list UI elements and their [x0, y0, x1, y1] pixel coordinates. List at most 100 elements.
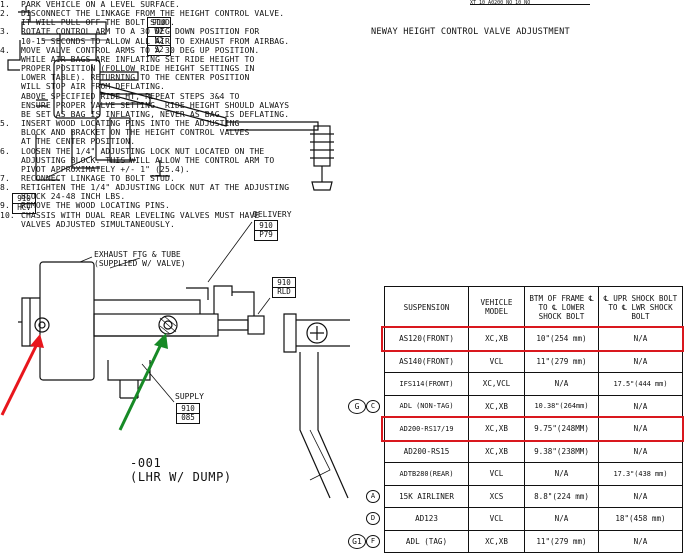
step-number: 1. [0, 0, 10, 9]
table-cell: 11"(279 mm) [524, 529, 599, 553]
table-cell: 17.5"(444 mm) [598, 372, 683, 396]
highlight-box [381, 416, 684, 442]
table-cell: ADL (NON-TAG) [384, 394, 469, 418]
supply-label: SUPPLY [175, 392, 204, 401]
row-mark-g: G [348, 399, 366, 414]
table-cell: 10.38"(264mm) [524, 394, 599, 418]
table-cell: N/A [524, 462, 599, 486]
step-number: 2. [0, 9, 10, 19]
header-suspension: SUSPENSION [384, 286, 469, 328]
table-cell: N/A [598, 439, 683, 463]
upper-mount-bracket [21, 21, 107, 35]
row-mark-g1: G1 [348, 534, 366, 549]
green-arrow [118, 333, 168, 431]
table-cell: ADTB280(REAR) [384, 462, 469, 486]
step-text: DISCONNECT THE LINKAGE FROM THE HEIGHT C… [21, 9, 285, 28]
procedure-step: 8. RETIGHTEN THE 1/4" ADJUSTING LOCK NUT … [0, 183, 330, 201]
table-cell: N/A [598, 484, 683, 508]
step-text: LOOSEN THE 1/4" ADJUSTING LOCK NUT LOCAT… [21, 146, 275, 174]
table-cell: N/A [598, 394, 683, 418]
table-cell: IFS114(FRONT) [384, 372, 469, 396]
table-cell: XC,VCL [468, 372, 525, 396]
step-text: MOVE VALVE CONTROL ARMS TO A 30 DEG UP P… [21, 45, 290, 119]
view-caption-number: -001 [130, 456, 162, 470]
table-cell: ADL (TAG) [384, 529, 469, 553]
table-cell: N/A [524, 507, 599, 531]
procedure-step: 7. RECONNECT LINKAGE TO BOLT STUD. [0, 174, 330, 183]
title-block-fragment: XT 10 A0200 NO 10 NO [470, 0, 590, 5]
step-text: PARK VEHICLE ON A LEVEL SURFACE. [21, 0, 180, 9]
procedure-steps: 1. PARK VEHICLE ON A LEVEL SURFACE. 2. DISC… [0, 0, 330, 229]
step-number: 7. [0, 173, 10, 183]
procedure-step: 3. ROTATE CONTROL ARM TO A 30 DEG DOWN PO… [0, 27, 330, 45]
adjusting-lock-nut [34, 317, 50, 333]
table-cell: N/A [598, 349, 683, 373]
procedure-step: 2. DISCONNECT THE LINKAGE FROM THE HEIGHT… [0, 9, 330, 27]
procedure-step: 9. REMOVE THE WOOD LOCATING PINS. [0, 201, 330, 210]
table-cell: AD200-RS15 [384, 439, 469, 463]
step-number: 3. [0, 27, 10, 37]
lower-control-arm [93, 313, 219, 337]
table-cell: 8.8"(224 mm) [524, 484, 599, 508]
row-mark-d: D [366, 512, 380, 525]
highlight-box [381, 326, 684, 352]
procedure-step: 1. PARK VEHICLE ON A LEVEL SURFACE. [0, 0, 330, 9]
view-caption-text: (LHR W/ DUMP) [130, 470, 232, 484]
exhaust-label: EXHAUST FTG & TUBE (SUPPLIED W/ VALVE) [94, 250, 186, 268]
procedure-step: 6. LOOSEN THE 1/4" ADJUSTING LOCK NUT LOC… [0, 147, 330, 174]
bolt-stud [158, 315, 178, 335]
header-vehicle-model: VEHICLE MODEL [468, 286, 525, 328]
red-arrow [0, 334, 44, 416]
table-cell: N/A [524, 372, 599, 396]
table-cell: 17.3"(438 mm) [598, 462, 683, 486]
table-cell: 11"(279 mm) [524, 349, 599, 373]
step-number: 10. [0, 210, 15, 220]
table-cell: AD123 [384, 507, 469, 531]
procedure-step: 5.INSERT WOOD LOCATING PINS INTO THE ADJ… [0, 119, 330, 146]
valve-drawing [0, 6, 350, 499]
table-cell: VCL [468, 507, 525, 531]
row-mark-a: A [366, 490, 380, 503]
table-cell: AS140(FRONT) [384, 349, 469, 373]
step-text: REMOVE THE WOOD LOCATING PINS. [21, 201, 170, 211]
step-text: RETIGHTEN THE 1/4" ADJUSTING LOCK NUT AT… [21, 183, 290, 202]
header-frame-to-lower-shock: BTM OF FRAME ℄ TO ℄ LOWER SHOCK BOLT [524, 286, 599, 328]
step-text: RECONNECT LINKAGE TO BOLT STUD. [21, 173, 175, 183]
step-number: 8. [0, 183, 10, 193]
procedure-step: 10.ECHASSIS WITH DUAL REAR LEVELING VALV… [0, 211, 330, 229]
step-text: ROTATE CONTROL ARM TO A 30 DEG DOWN POSI… [21, 27, 290, 46]
step-text: CHASSIS WITH DUAL REAR LEVELING VALVES M… [21, 210, 260, 229]
row-mark-f: F [366, 535, 380, 548]
table-cell: VCL [468, 462, 525, 486]
table-cell: 15K AIRLINER [384, 484, 469, 508]
table-cell: 9.38"(238MM) [524, 439, 599, 463]
step-number: 9. [0, 201, 10, 211]
step-number: 6. [0, 146, 10, 156]
table-cell: XC,XB [468, 394, 525, 418]
table-cell: VCL [468, 349, 525, 373]
step-number: 4. [0, 45, 10, 55]
table-cell: N/A [598, 529, 683, 553]
header-upper-to-lower-shock: ℄ UPR SHOCK BOLT TO ℄ LWR SHOCK BOLT [598, 286, 683, 328]
table-cell: XC,XB [468, 529, 525, 553]
procedure-step: 4. MOVE VALVE CONTROL ARMS TO A 30 DEG UP… [0, 46, 330, 119]
step-text: INSERT WOOD LOCATING PINS INTO THE ADJUS… [21, 119, 250, 147]
row-mark-c: C [366, 400, 380, 413]
table-cell: 18"(458 mm) [598, 507, 683, 531]
delivery-label: DELIVERY [253, 210, 292, 219]
table-cell: XC,XB [468, 439, 525, 463]
